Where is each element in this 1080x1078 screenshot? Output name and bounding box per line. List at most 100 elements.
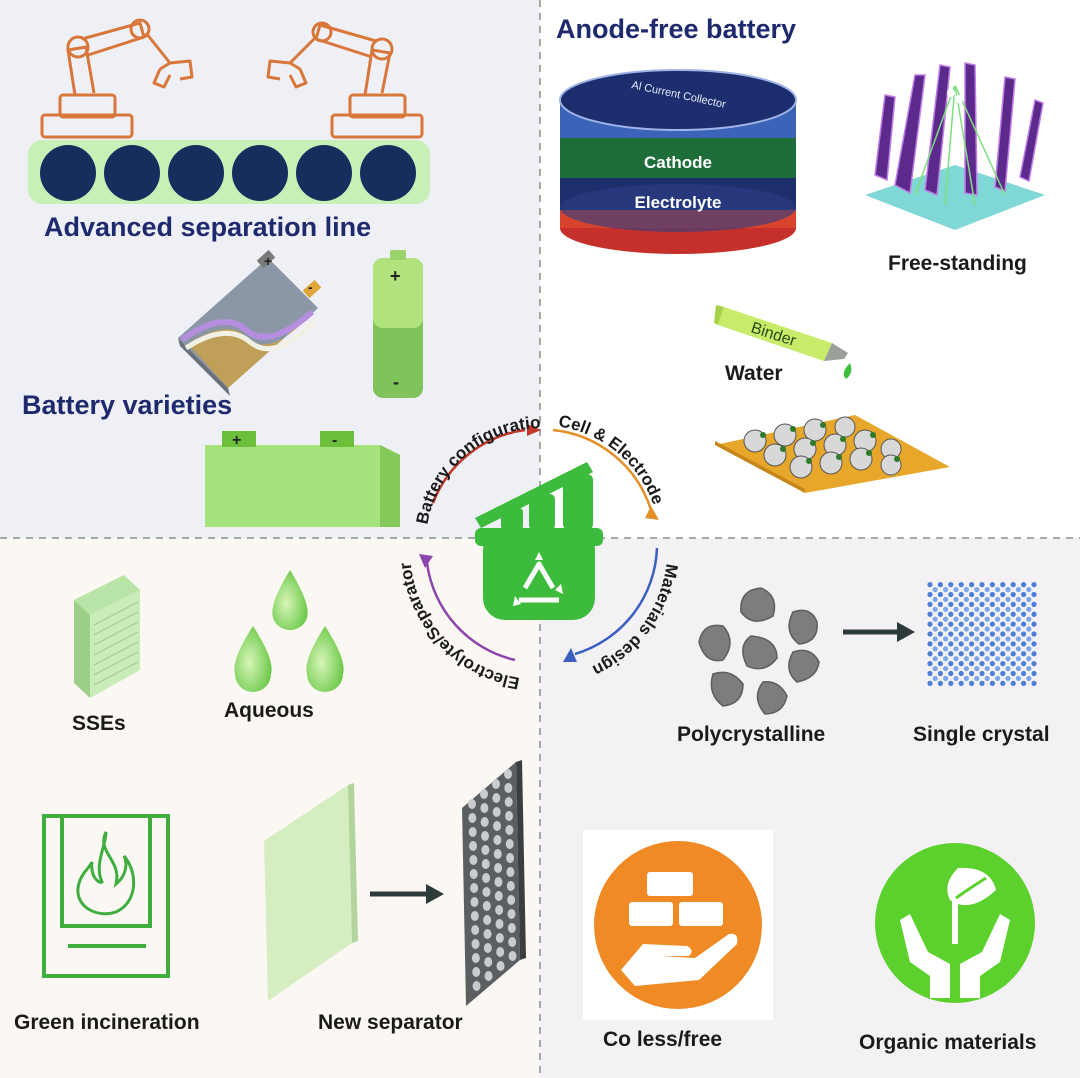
crystal-atom — [1005, 616, 1011, 622]
crystal-atom — [1010, 641, 1016, 647]
crystal-atom — [969, 631, 975, 637]
crystal-atom — [1010, 661, 1016, 667]
crystal-atom — [948, 641, 954, 647]
crystal-atom — [969, 611, 975, 617]
crystal-atom — [989, 591, 995, 598]
crystal-atom — [953, 596, 959, 603]
crystal-atom — [927, 611, 933, 617]
crystal-atom — [1021, 582, 1027, 588]
crystal-atom — [1021, 670, 1027, 677]
crystal-atom — [1005, 586, 1011, 593]
organic-materials-label: Organic materials — [859, 1031, 1037, 1054]
crystal-atom — [927, 582, 933, 588]
crystal-atom — [1005, 656, 1011, 662]
cylinder-minus: - — [393, 372, 399, 392]
separator-plain-icon — [264, 783, 358, 1001]
free-standing-structure — [865, 62, 1045, 230]
crystal-atom — [1031, 591, 1037, 598]
anode-free-battery-stack: Al Current Collector Cathode Electrolyte — [559, 69, 797, 254]
crystal-atom — [974, 606, 980, 612]
crystal-atom — [958, 651, 964, 657]
crystal-atom — [927, 601, 933, 607]
crystal-atom — [1010, 621, 1016, 627]
crystal-atom — [937, 680, 943, 686]
crystal-atom — [937, 631, 943, 637]
crystal-atom — [1031, 651, 1037, 657]
pouch-minus: - — [308, 279, 313, 295]
crystal-atom — [932, 656, 938, 662]
crystal-atom — [1021, 601, 1027, 607]
crystal-atom — [1021, 631, 1027, 637]
crystal-atom — [937, 641, 943, 647]
sses-block-icon — [74, 575, 140, 698]
crystal-atom — [979, 601, 985, 607]
prism-minus: - — [332, 432, 337, 449]
crystal-atom — [932, 665, 938, 672]
crystal-atom — [1010, 611, 1016, 617]
crystal-atom — [1015, 675, 1021, 682]
crystal-atom — [995, 646, 1001, 652]
battery-varieties-label: Battery varieties — [22, 390, 233, 420]
crystal-atom — [984, 665, 990, 672]
crystal-atom — [1026, 656, 1032, 662]
crystal-atom — [1015, 646, 1021, 652]
crystal-atom — [958, 601, 964, 607]
crystal-atom — [937, 661, 943, 667]
crystal-atom — [995, 596, 1001, 603]
crystal-atom — [943, 586, 949, 593]
crystal-atom — [989, 611, 995, 617]
crystal-atom — [948, 651, 954, 657]
crystal-atom — [979, 611, 985, 617]
crystal-atom — [974, 656, 980, 662]
crystal-atom — [948, 631, 954, 637]
crystal-atom — [1031, 641, 1037, 647]
green-incineration-icon — [42, 814, 170, 978]
crystal-atom — [943, 626, 949, 632]
crystal-atom — [958, 611, 964, 617]
crystal-atom — [958, 670, 964, 677]
green-incineration-label: Green incineration — [14, 1011, 200, 1034]
crystal-atom — [963, 606, 969, 612]
crystal-atom — [995, 665, 1001, 672]
crystal-atom — [932, 626, 938, 632]
crystal-atom — [953, 616, 959, 622]
crystal-atom — [953, 665, 959, 672]
crystal-atom — [984, 675, 990, 682]
crystal-atom — [984, 636, 990, 642]
crystal-atom — [989, 601, 995, 607]
polycrystalline-label: Polycrystalline — [677, 723, 826, 746]
crystal-atom — [1031, 661, 1037, 667]
crystal-atom — [1026, 606, 1032, 612]
crystal-atom — [958, 621, 964, 627]
single-crystal-label: Single crystal — [913, 723, 1050, 746]
separation-line-belt — [28, 140, 430, 204]
crystal-atom — [984, 656, 990, 662]
crystal-atom — [979, 591, 985, 598]
crystal-atom — [948, 582, 954, 588]
crystal-atom — [927, 621, 933, 627]
co-less-free-icon — [583, 830, 773, 1020]
crystal-atom — [958, 641, 964, 647]
pouch-plus: + — [264, 253, 272, 269]
crystal-atom — [969, 591, 975, 598]
crystal-atom — [963, 675, 969, 682]
crystal-atom — [943, 596, 949, 603]
crystal-atom — [937, 651, 943, 657]
crystal-atom — [1005, 636, 1011, 642]
crystal-atom — [1000, 591, 1006, 598]
crystal-atom — [1000, 661, 1006, 667]
aqueous-label: Aqueous — [224, 699, 314, 722]
crystal-atom — [984, 586, 990, 593]
center-cycle: Battery configuration Cell & Electrode M… — [375, 378, 681, 693]
crystal-atom — [1031, 621, 1037, 627]
crystal-atom — [1015, 606, 1021, 612]
crystal-atom — [1026, 665, 1032, 672]
crystal-atom — [953, 656, 959, 662]
crystal-atom — [937, 621, 943, 627]
crystal-atom — [1000, 680, 1006, 686]
crystal-atom — [1015, 616, 1021, 622]
crystal-atom — [974, 636, 980, 642]
crystal-atom — [989, 621, 995, 627]
crystal-atom — [927, 651, 933, 657]
